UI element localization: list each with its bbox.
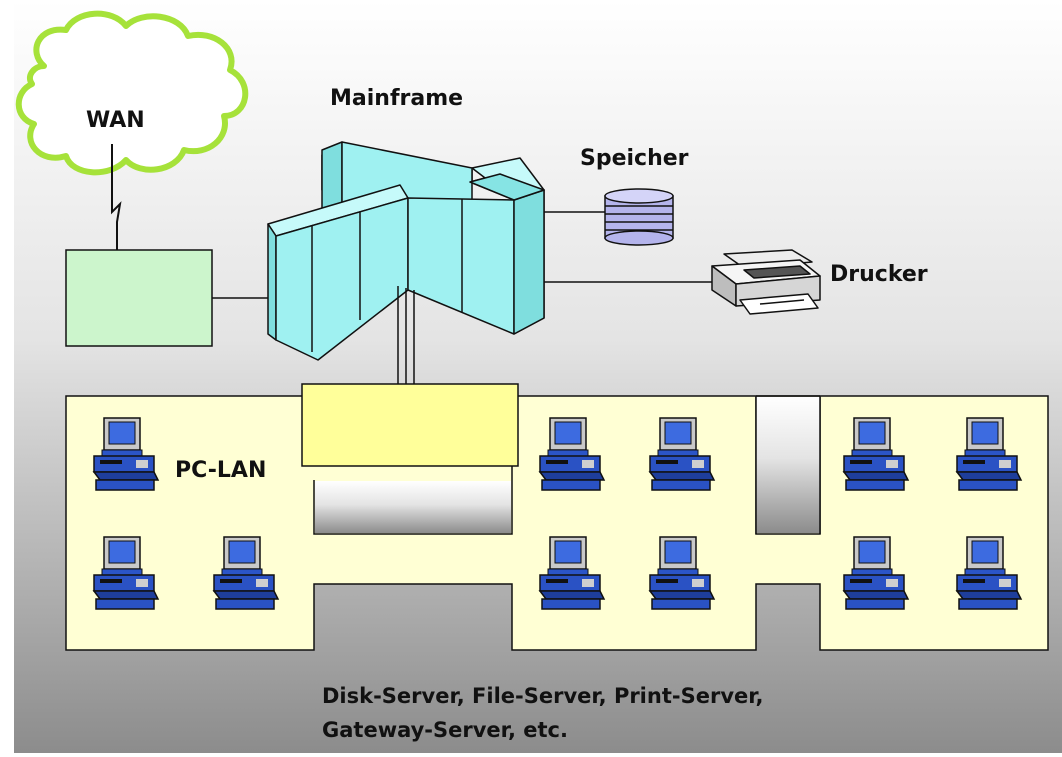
wan-label: WAN <box>86 108 145 133</box>
mainframe-label: Mainframe <box>330 86 464 111</box>
server-box <box>301 383 519 467</box>
wan-cloud-icon <box>15 10 249 176</box>
gateway-box <box>65 249 213 347</box>
disk-stack-icon <box>604 188 674 246</box>
storage-label: Speicher <box>580 146 689 171</box>
wan-link-lightning-icon <box>111 144 122 280</box>
caption-line-1: Disk-Server, File-Server, Print-Server, <box>322 684 764 708</box>
printer-icon <box>711 249 821 315</box>
caption: Disk-Server, File-Server, Print-Server, … <box>322 679 764 747</box>
mainframe-icon <box>267 141 545 361</box>
lan-label: PC-LAN <box>175 458 267 483</box>
printer-label: Drucker <box>830 262 928 287</box>
caption-line-2: Gateway-Server, etc. <box>322 718 568 742</box>
